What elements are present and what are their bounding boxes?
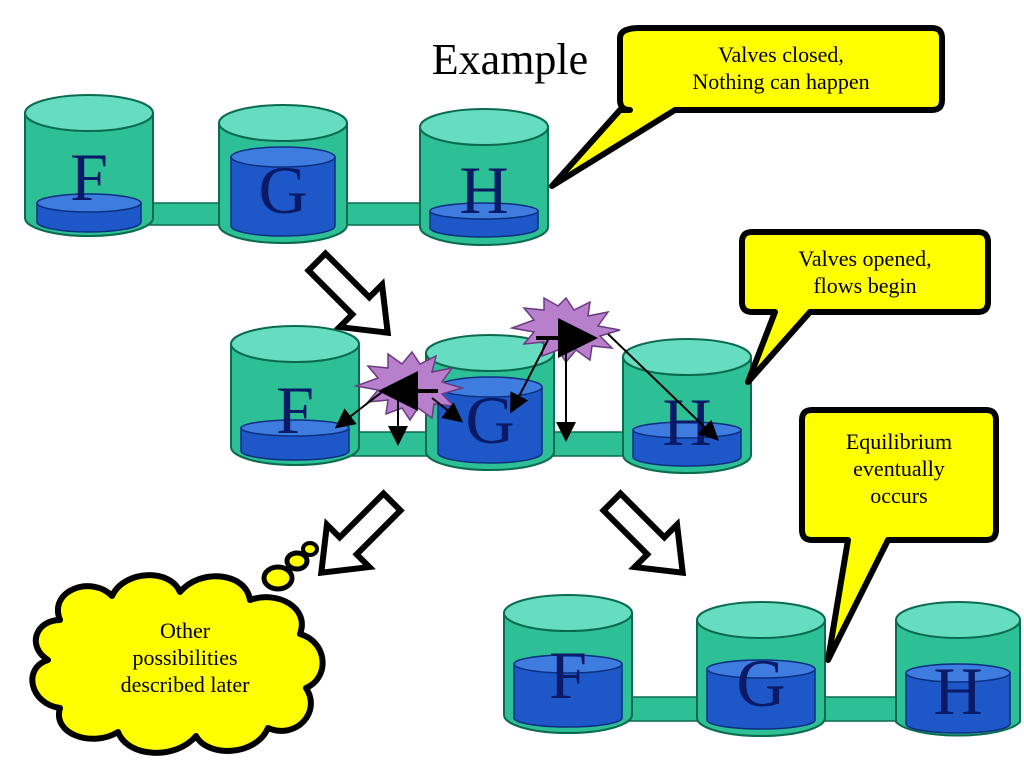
- callout-closed-line-1: Valves closed,: [718, 42, 844, 67]
- tank-f-row3: F: [503, 594, 633, 734]
- callout-equilibrium-line-3: occurs: [870, 483, 928, 508]
- callout-equilibrium-text: Equilibrium eventually occurs: [808, 428, 990, 509]
- tank-g-label: G: [736, 645, 785, 721]
- callout-opened-line-2: flows begin: [813, 273, 917, 298]
- hollow-arrow-to-row2: [304, 249, 392, 337]
- thought-cloud: [29, 541, 326, 756]
- tank-f-label: F: [70, 139, 108, 215]
- tank-h-row3: H: [895, 601, 1021, 737]
- tank-h-label: H: [933, 653, 982, 729]
- callout-equilibrium-line-1: Equilibrium: [845, 429, 953, 454]
- flow-arrow-to-h: [607, 333, 719, 441]
- tank-g-row1: G: [218, 104, 348, 244]
- callout-valves-closed: [549, 25, 945, 189]
- tank-f-row1: F: [24, 94, 154, 237]
- tank-h-label: H: [459, 152, 508, 228]
- flow-arrow-to-f: [334, 391, 383, 429]
- tank-f-label: F: [549, 637, 587, 713]
- tank-h-row2: H: [622, 338, 752, 474]
- tank-g-row2: G: [425, 334, 555, 471]
- tank-h-row1: H: [419, 108, 549, 246]
- callout-opened-line-1: Valves opened,: [798, 246, 932, 271]
- tank-g-row3: G: [696, 601, 826, 737]
- page-title: Example: [431, 35, 589, 84]
- flow-arrows: [334, 318, 719, 446]
- callout-valves-opened: [739, 229, 991, 385]
- tank-g-label: G: [258, 152, 307, 228]
- cloud-line-2: possibilities: [132, 645, 238, 670]
- flow-arrow-back-to-g: [510, 339, 549, 414]
- callout-closed-line-2: Nothing can happen: [692, 69, 870, 94]
- callout-equilibrium-line-2: eventually: [853, 456, 945, 481]
- cloud-line-3: described later: [120, 672, 250, 697]
- callout-opened-text: Valves opened, flows begin: [750, 245, 980, 299]
- tank-h-label: H: [662, 384, 711, 460]
- flow-arrow-to-g: [431, 397, 464, 423]
- tank-f-label: F: [276, 372, 314, 448]
- callout-closed-text: Valves closed, Nothing can happen: [630, 41, 932, 95]
- tank-f-row2: F: [230, 325, 360, 466]
- tank-g-label: G: [465, 382, 514, 458]
- callout-equilibrium: [799, 407, 999, 663]
- cloud-text: Other possibilities described later: [70, 617, 300, 698]
- hollow-arrow-to-cloud: [317, 489, 405, 577]
- cloud-line-1: Other: [159, 618, 211, 643]
- hollow-arrow-to-row3: [599, 489, 687, 577]
